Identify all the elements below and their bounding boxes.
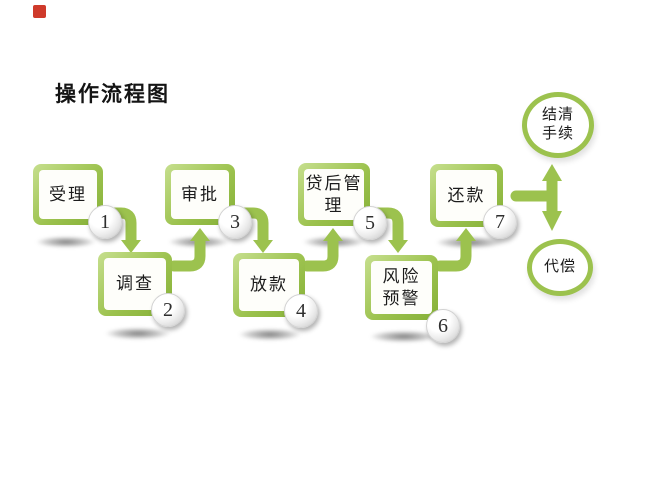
- step-number-7-text: 7: [495, 210, 505, 233]
- outcome-ellipse-settlement: 结清 手续: [522, 92, 594, 158]
- step-box-5-face: 贷后管 理: [304, 169, 364, 220]
- step-number-5: 5: [353, 206, 387, 240]
- step-number-2: 2: [151, 293, 185, 327]
- step-label-4: 放款: [250, 275, 288, 295]
- step-label-2: 调查: [116, 274, 154, 294]
- step-number-6: 6: [426, 309, 460, 343]
- step-label-5: 贷后管 理: [305, 174, 363, 215]
- step-label-7: 还款: [447, 185, 486, 205]
- step-number-3-text: 3: [230, 210, 240, 233]
- arrow-4-5-icon: [301, 228, 343, 272]
- step-box-1: 受理: [33, 164, 103, 225]
- arrow-branch-icon: [510, 164, 562, 231]
- step-number-6-text: 6: [438, 314, 448, 337]
- step-box-6: 风险 预警: [365, 255, 438, 320]
- box-shadow: [92, 325, 184, 342]
- step-number-3: 3: [218, 205, 252, 239]
- arrow-1-2-icon: [99, 207, 141, 253]
- step-label-1: 受理: [49, 184, 87, 204]
- box-shadow: [226, 326, 314, 343]
- step-number-1: 1: [88, 205, 122, 239]
- outcome-ellipse-compensation: 代偿: [527, 239, 593, 296]
- box-shadow: [24, 234, 108, 250]
- step-number-7: 7: [483, 205, 517, 239]
- step-number-4: 4: [284, 294, 318, 328]
- step-number-4-text: 4: [296, 299, 306, 322]
- step-box-5: 贷后管 理: [298, 163, 370, 226]
- arrow-3-4-icon: [231, 207, 273, 253]
- red-square-icon: [33, 5, 46, 18]
- step-label-6: 风险 预警: [382, 267, 421, 308]
- step-box-3-face: 审批: [171, 170, 229, 219]
- page-title: 操作流程图: [55, 82, 170, 106]
- arrow-6-7-icon: [434, 228, 476, 272]
- arrow-2-3-icon: [168, 228, 210, 272]
- outcome-label-compensation: 代偿: [543, 259, 576, 276]
- step-box-1-face: 受理: [39, 170, 97, 219]
- step-number-1-text: 1: [100, 210, 110, 233]
- step-box-6-face: 风险 预警: [371, 261, 432, 314]
- step-number-2-text: 2: [163, 298, 173, 321]
- arrow-5-6-icon: [366, 207, 408, 253]
- step-label-3: 审批: [181, 184, 219, 204]
- outcome-label-settlement: 结清 手续: [541, 107, 574, 142]
- step-number-5-text: 5: [365, 211, 375, 234]
